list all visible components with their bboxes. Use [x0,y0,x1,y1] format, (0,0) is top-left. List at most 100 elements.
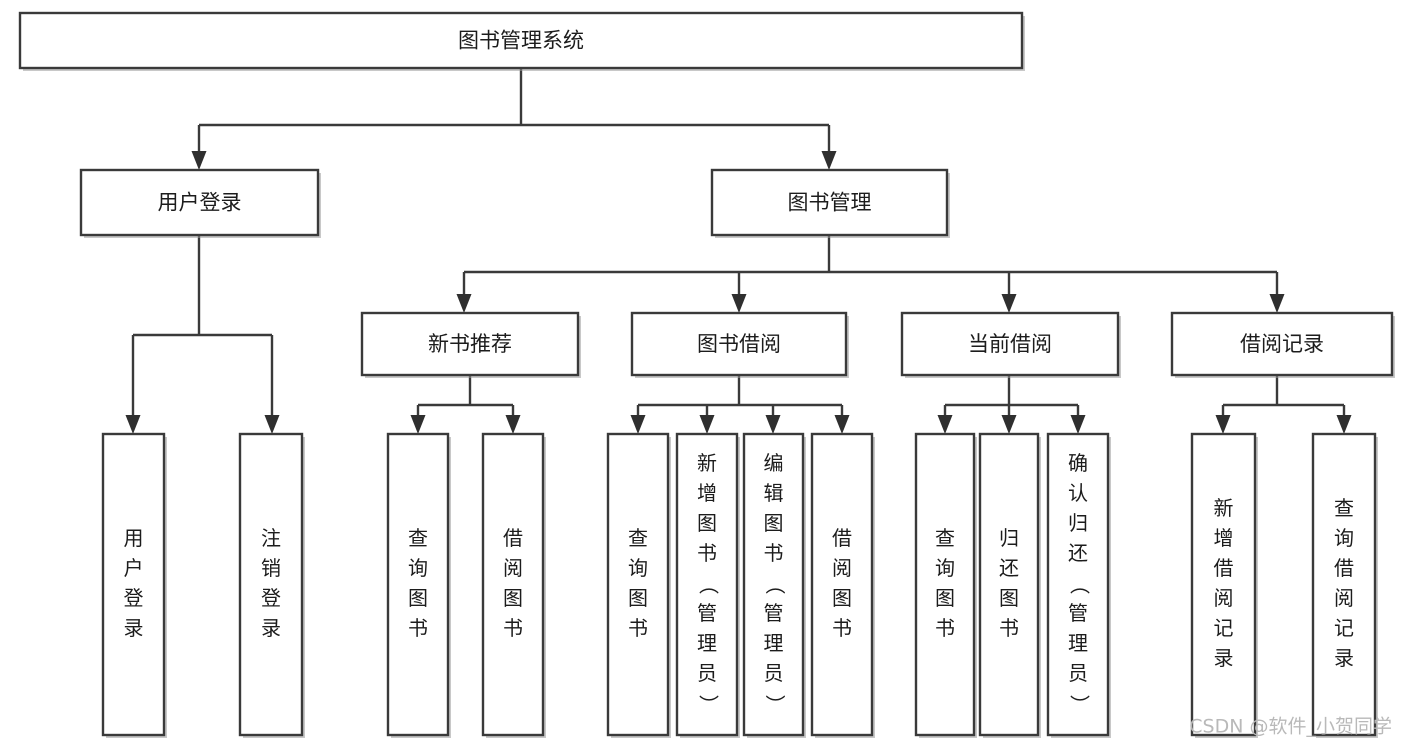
svg-text:登: 登 [261,586,281,610]
svg-text:询: 询 [1334,526,1354,550]
node-box[interactable] [630,311,848,377]
svg-text:录: 录 [261,616,281,640]
svg-text:新: 新 [1214,496,1234,520]
svg-text:管: 管 [1068,601,1088,625]
svg-text:户: 户 [124,556,144,580]
node-layer: 图书管理系统用户登录图书管理新书推荐图书借阅当前借阅借阅记录用户登录注销登录查询… [18,11,1395,738]
connector-book-borrow [630,375,850,434]
node-box[interactable] [914,432,976,737]
node-label: 当前借阅 [968,332,1052,356]
arrow-head-icon [1070,415,1086,434]
node-box[interactable] [481,432,545,737]
svg-text:阅: 阅 [503,556,523,580]
connector-layer [125,68,1352,434]
node-book-manage[interactable]: 图书管理 [710,168,950,238]
svg-text:书: 书 [408,616,428,640]
node-box[interactable] [79,168,320,237]
svg-text:增: 增 [1214,526,1234,550]
arrow-head-icon [1269,294,1285,313]
connector-root [191,68,837,170]
svg-text:书: 书 [503,616,523,640]
node-box[interactable] [978,432,1040,737]
node-box[interactable] [900,311,1120,377]
arrow-head-icon [505,415,521,434]
svg-text:图: 图 [832,586,852,610]
node-box[interactable] [810,432,874,737]
svg-text:员: 员 [764,661,784,685]
node-box[interactable] [675,432,739,737]
svg-text:记: 记 [1214,616,1234,640]
connector-current-borrow [937,375,1086,434]
arrow-head-icon [125,415,141,434]
arrow-head-icon [456,294,472,313]
svg-text:录: 录 [1334,646,1354,670]
svg-text:图: 图 [999,586,1019,610]
node-user-login[interactable]: 用户登录 [79,168,321,238]
svg-text:员: 员 [1068,661,1088,685]
node-box[interactable] [1046,432,1110,737]
node-box[interactable] [18,11,1024,70]
arrow-head-icon [1001,294,1017,313]
node-root[interactable]: 图书管理系统 [18,11,1025,71]
node-box[interactable] [742,432,805,737]
node-box[interactable] [360,311,580,377]
svg-text:查: 查 [1334,496,1354,520]
connector-user-login [125,235,280,434]
watermark-layer: CSDN @软件_小贺同学 [1189,716,1392,738]
svg-text:员: 员 [697,661,717,685]
svg-text:新: 新 [697,451,717,475]
csdn-watermark: CSDN @软件_小贺同学 [1189,716,1392,738]
svg-text:查: 查 [628,526,648,550]
svg-text:认: 认 [1068,481,1088,505]
node-box[interactable] [1311,432,1377,737]
svg-text:归: 归 [1068,511,1088,535]
node-box[interactable] [1190,432,1257,737]
arrow-head-icon [937,415,953,434]
connector-new-book-recommend [410,375,521,434]
svg-text:借: 借 [1214,556,1234,580]
svg-text:图: 图 [764,511,784,535]
node-box[interactable] [606,432,670,737]
svg-text:理: 理 [764,631,784,655]
node-current-borrow[interactable]: 当前借阅 [900,311,1121,378]
svg-text:借: 借 [832,526,852,550]
node-borrow-record[interactable]: 借阅记录 [1170,311,1395,378]
svg-text:（: （ [697,575,721,595]
node-book-borrow[interactable]: 图书借阅 [630,311,849,378]
arrow-head-icon [821,151,837,170]
svg-text:用: 用 [124,526,144,550]
svg-text:增: 增 [697,481,717,505]
node-box[interactable] [1170,311,1394,377]
node-leaf-user-login[interactable]: 用户登录 [101,432,167,738]
svg-text:阅: 阅 [832,556,852,580]
node-box[interactable] [101,432,166,737]
node-label: 借阅记录 [1240,332,1324,356]
node-new-book-recommend[interactable]: 新书推荐 [360,311,581,378]
node-box[interactable] [238,432,304,737]
node-box[interactable] [710,168,949,237]
connector-book-manage [456,235,1285,313]
svg-text:还: 还 [1068,541,1088,565]
svg-text:询: 询 [408,556,428,580]
node-box[interactable] [386,432,450,737]
